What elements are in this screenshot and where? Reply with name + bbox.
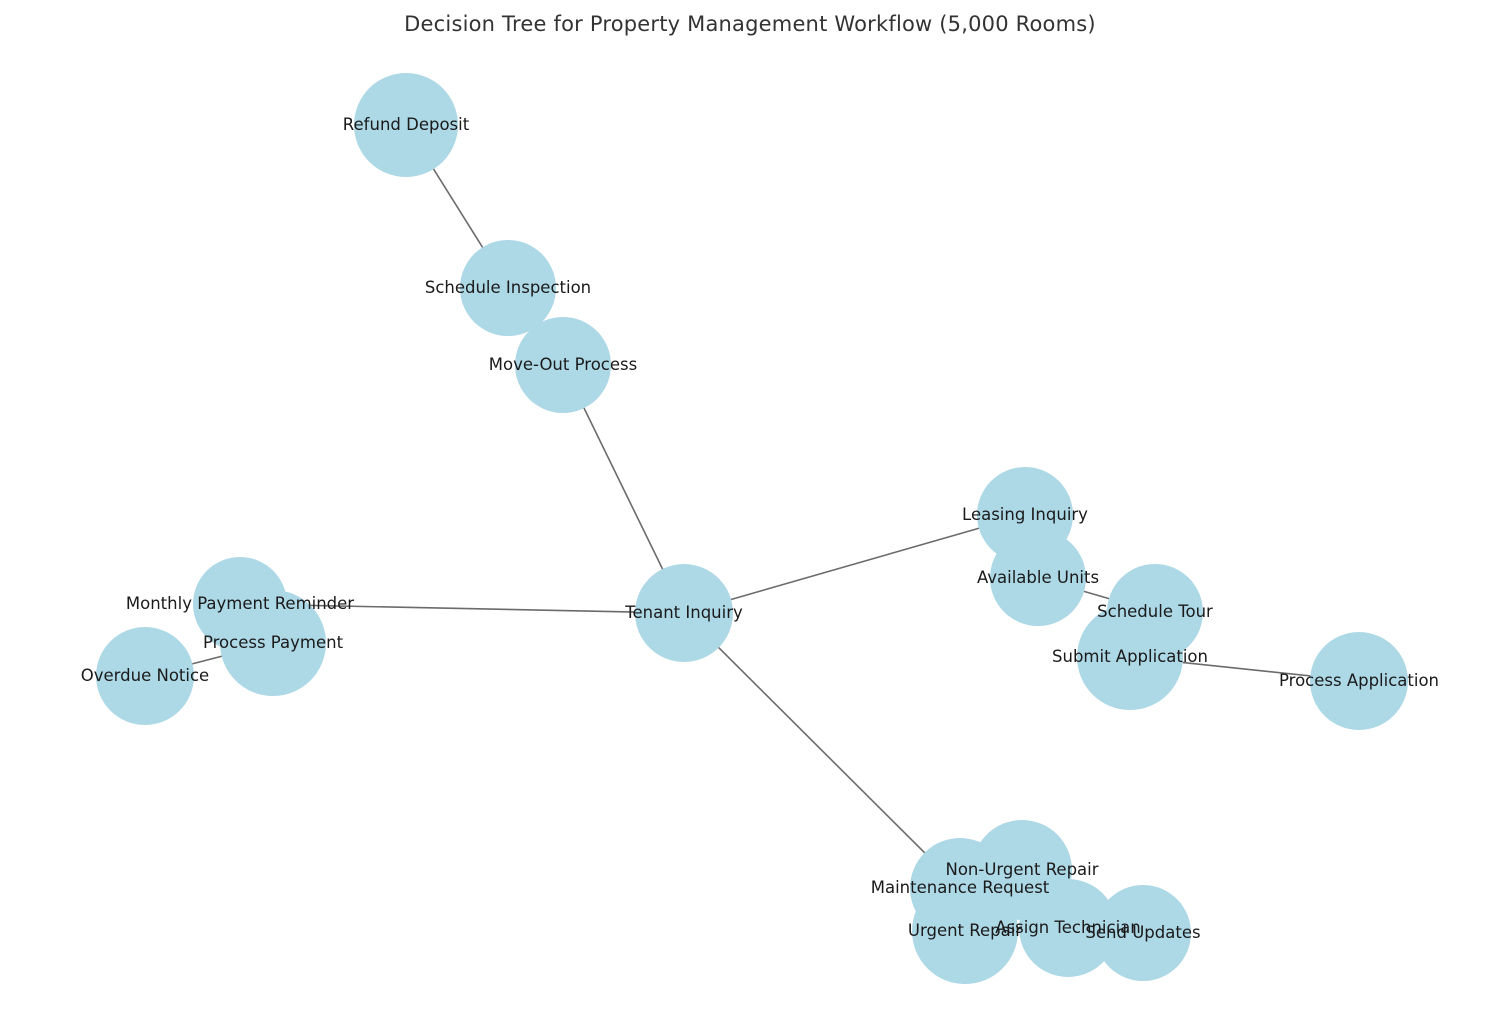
graph-node-tenant-inquiry[interactable] xyxy=(635,564,733,662)
graph-node-schedule-inspection[interactable] xyxy=(460,240,556,336)
graph-node-label-submit-application[interactable]: Submit Application xyxy=(1052,646,1208,666)
graph-node-label-schedule-tour[interactable]: Schedule Tour xyxy=(1097,601,1213,621)
graph-node-process-payment[interactable] xyxy=(220,590,326,696)
graph-edge xyxy=(239,603,685,614)
graph-node-process-application[interactable] xyxy=(1310,632,1408,730)
graph-node-label-maintenance-request[interactable]: Maintenance Request xyxy=(870,877,1050,897)
graph-node-label-move-out-process[interactable]: Move-Out Process xyxy=(488,354,638,374)
graph-edge xyxy=(683,514,1026,614)
graph-node-submit-application[interactable] xyxy=(1077,604,1183,710)
graph-node-label-monthly-payment-reminder[interactable]: Monthly Payment Reminder xyxy=(125,593,355,613)
graph-node-label-available-units[interactable]: Available Units xyxy=(976,567,1100,587)
graph-node-overdue-notice[interactable] xyxy=(96,627,194,725)
graph-node-label-assign-technician[interactable]: Assign Technician xyxy=(995,917,1141,937)
graph-node-label-process-application[interactable]: Process Application xyxy=(1278,670,1440,690)
graph-node-label-overdue-notice[interactable]: Overdue Notice xyxy=(80,665,210,685)
graph-node-send-updates[interactable] xyxy=(1095,885,1191,981)
graph-node-label-process-payment[interactable]: Process Payment xyxy=(202,632,344,652)
graph-node-label-send-updates[interactable]: Send Updates xyxy=(1085,922,1201,942)
graph-node-move-out-process[interactable] xyxy=(515,317,611,413)
graph-node-available-units[interactable] xyxy=(990,530,1086,626)
graph-node-refund-deposit[interactable] xyxy=(354,73,458,177)
graph-node-label-refund-deposit[interactable]: Refund Deposit xyxy=(342,114,470,134)
graph-node-urgent-repair[interactable] xyxy=(912,878,1018,984)
graph-edge xyxy=(683,612,961,889)
graph-node-label-urgent-repair[interactable]: Urgent Repair xyxy=(907,920,1023,940)
graph-node-label-leasing-inquiry[interactable]: Leasing Inquiry xyxy=(962,504,1088,524)
page-title: Decision Tree for Property Management Wo… xyxy=(404,12,1096,36)
graph-node-label-schedule-inspection[interactable]: Schedule Inspection xyxy=(424,277,592,297)
graph-node-label-non-urgent-repair[interactable]: Non-Urgent Repair xyxy=(945,859,1099,879)
graph-node-label-tenant-inquiry[interactable]: Tenant Inquiry xyxy=(625,602,743,622)
